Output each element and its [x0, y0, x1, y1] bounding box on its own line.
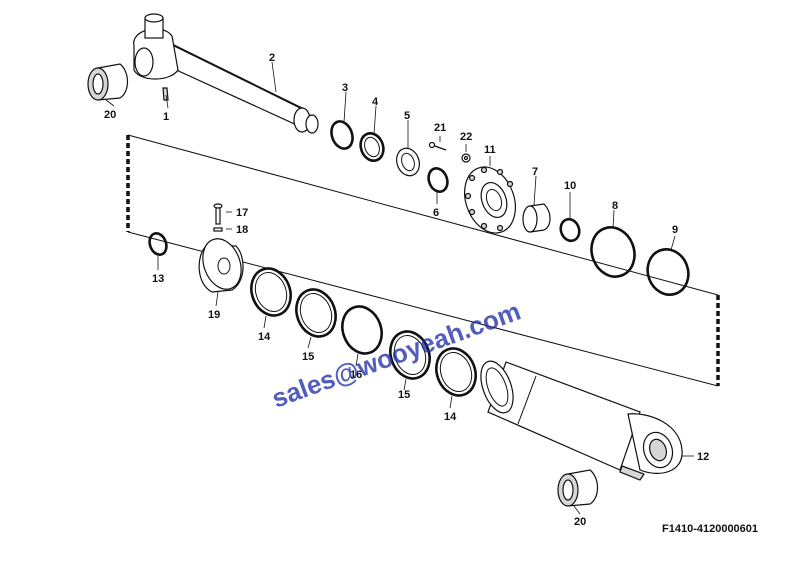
label-part-5: 5 — [404, 110, 410, 122]
label-part-20b: 20 — [574, 516, 586, 528]
label-part-15a: 15 — [302, 351, 314, 363]
bushing-bottom — [557, 469, 599, 507]
bushing-top — [87, 63, 129, 101]
label-part-16: 16 — [350, 369, 362, 381]
label-part-10: 10 — [564, 180, 576, 192]
label-part-11: 11 — [484, 144, 496, 156]
label-part-18: 18 — [236, 224, 248, 236]
label-part-22: 22 — [460, 131, 472, 143]
leader-lines — [105, 61, 694, 515]
label-part-8: 8 — [612, 200, 618, 212]
piston-rod — [133, 13, 319, 134]
label-part-9: 9 — [672, 224, 678, 236]
drawing-code: F1410-4120000601 — [662, 523, 758, 535]
label-part-1: 1 — [163, 111, 169, 123]
piston-seals — [250, 267, 477, 397]
gland-seals — [522, 203, 690, 296]
piston-parts — [148, 203, 244, 293]
label-part-3: 3 — [342, 82, 348, 94]
label-part-13: 13 — [152, 273, 164, 285]
gland-head — [428, 141, 516, 234]
part-labels: 1 2 3 4 5 6 7 8 9 10 11 12 13 14 15 16 1… — [104, 52, 709, 528]
label-part-12: 12 — [697, 451, 709, 463]
label-part-19: 19 — [208, 309, 220, 321]
label-part-14a: 14 — [258, 331, 271, 343]
cylinder-tube — [480, 360, 683, 481]
rod-seal-parts — [330, 120, 449, 193]
label-part-6: 6 — [433, 207, 439, 219]
label-part-20a: 20 — [104, 109, 116, 121]
label-part-2: 2 — [269, 52, 275, 64]
label-part-7: 7 — [532, 166, 538, 178]
label-part-17: 17 — [236, 207, 248, 219]
label-part-21: 21 — [434, 122, 446, 134]
label-part-15b: 15 — [398, 389, 410, 401]
label-part-14b: 14 — [444, 411, 457, 423]
label-part-4: 4 — [372, 96, 379, 108]
